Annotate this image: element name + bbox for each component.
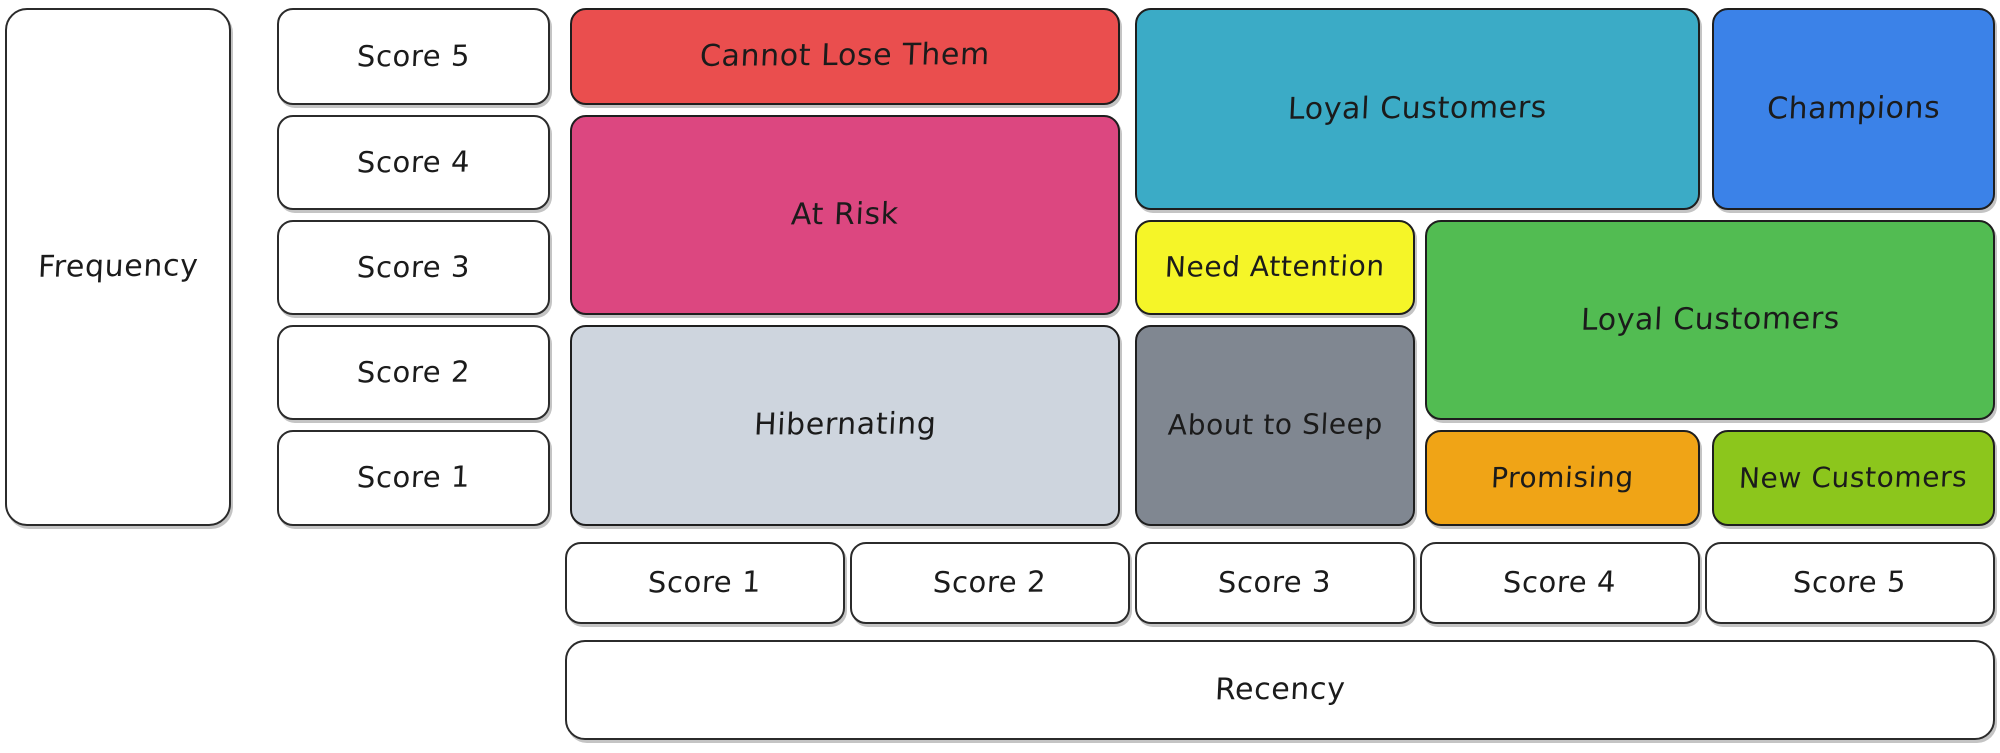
recency-score-5[interactable]: Score 5 bbox=[1705, 542, 1995, 624]
frequency-score-3[interactable]: Score 3 bbox=[277, 220, 550, 315]
segment-loyal-customers-green[interactable]: Loyal Customers bbox=[1425, 220, 1995, 420]
recency-score-2-label: Score 2 bbox=[932, 564, 1048, 600]
segment-at-risk-label: At Risk bbox=[790, 196, 900, 233]
segment-champions[interactable]: Champions bbox=[1712, 8, 1995, 210]
frequency-score-1[interactable]: Score 1 bbox=[277, 430, 550, 526]
frequency-score-5-label: Score 5 bbox=[356, 38, 471, 74]
segment-hibernating[interactable]: Hibernating bbox=[570, 325, 1120, 526]
segment-need-attention[interactable]: Need Attention bbox=[1135, 220, 1415, 315]
frequency-axis-text: Frequency bbox=[37, 248, 200, 285]
frequency-score-4-label: Score 4 bbox=[356, 144, 471, 180]
segment-hibernating-label: Hibernating bbox=[753, 406, 938, 443]
segment-promising-label: Promising bbox=[1490, 460, 1635, 495]
recency-score-1-label: Score 1 bbox=[647, 564, 763, 600]
recency-score-5-label: Score 5 bbox=[1792, 564, 1908, 600]
frequency-score-5[interactable]: Score 5 bbox=[277, 8, 550, 105]
segment-at-risk[interactable]: At Risk bbox=[570, 115, 1120, 315]
frequency-score-1-label: Score 1 bbox=[356, 459, 471, 495]
segment-need-attention-label: Need Attention bbox=[1164, 249, 1386, 285]
recency-score-4[interactable]: Score 4 bbox=[1420, 542, 1700, 624]
recency-score-4-label: Score 4 bbox=[1502, 564, 1618, 600]
segment-about-to-sleep[interactable]: About to Sleep bbox=[1135, 325, 1415, 526]
frequency-score-4[interactable]: Score 4 bbox=[277, 115, 550, 210]
recency-axis-label: Recency bbox=[565, 640, 1995, 740]
segment-promising[interactable]: Promising bbox=[1425, 430, 1700, 526]
recency-score-1[interactable]: Score 1 bbox=[565, 542, 845, 624]
frequency-score-2-label: Score 2 bbox=[356, 354, 471, 390]
segment-loyal-customers-teal-label: Loyal Customers bbox=[1287, 89, 1548, 127]
recency-score-3-label: Score 3 bbox=[1217, 564, 1333, 600]
frequency-score-2[interactable]: Score 2 bbox=[277, 325, 550, 420]
frequency-score-3-label: Score 3 bbox=[356, 249, 471, 285]
segment-about-to-sleep-label: About to Sleep bbox=[1166, 407, 1384, 443]
segment-loyal-customers-teal[interactable]: Loyal Customers bbox=[1135, 8, 1700, 210]
segment-new-customers-label: New Customers bbox=[1738, 460, 1969, 495]
recency-axis-text: Recency bbox=[1214, 671, 1347, 708]
segment-cannot-lose-them-label: Cannot Lose Them bbox=[699, 37, 991, 75]
recency-score-3[interactable]: Score 3 bbox=[1135, 542, 1415, 624]
recency-score-2[interactable]: Score 2 bbox=[850, 542, 1130, 624]
segment-new-customers[interactable]: New Customers bbox=[1712, 430, 1995, 526]
segment-champions-label: Champions bbox=[1766, 90, 1942, 127]
segment-cannot-lose-them[interactable]: Cannot Lose Them bbox=[570, 8, 1120, 105]
segment-loyal-customers-green-label: Loyal Customers bbox=[1579, 300, 1841, 338]
frequency-axis-label: Frequency bbox=[5, 8, 231, 526]
